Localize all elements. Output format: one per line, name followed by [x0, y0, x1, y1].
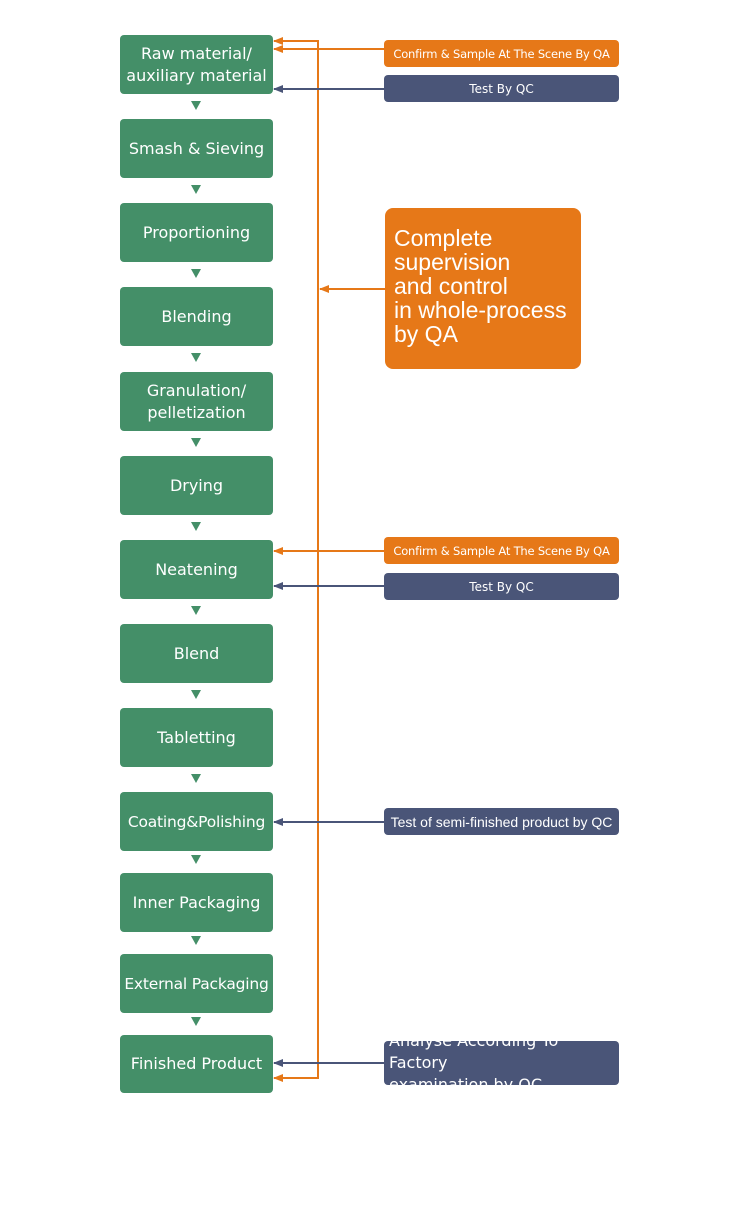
step-raw-material: Raw material/ auxiliary material: [120, 35, 273, 94]
down-arrow: [191, 101, 201, 110]
step-proportioning: Proportioning: [120, 203, 273, 262]
raw-qa-note: Confirm & Sample At The Scene By QA: [384, 40, 619, 67]
qa-supervision-line: [274, 40, 319, 1079]
down-arrow: [191, 855, 201, 864]
raw-qc-note: Test By QC: [384, 75, 619, 102]
step-finished-product: Finished Product: [120, 1035, 273, 1093]
step-tabletting: Tabletting: [120, 708, 273, 767]
step-down-arrows: [191, 101, 201, 1026]
step-coating-polishing: Coating&Polishing: [120, 792, 273, 851]
down-arrow: [191, 269, 201, 278]
finished-qc-note: Analyse According To Factory examination…: [384, 1031, 619, 1094]
step-smash-sieving: Smash & Sieving: [120, 119, 273, 178]
step-blend: Blend: [120, 624, 273, 683]
neatening-qc-note: Test By QC: [384, 573, 619, 600]
qa-supervision-panel: Complete supervision and control in whol…: [385, 208, 581, 369]
down-arrow: [191, 1017, 201, 1026]
down-arrow: [191, 606, 201, 615]
down-arrow: [191, 438, 201, 447]
neatening-qa-note: Confirm & Sample At The Scene By QA: [384, 537, 619, 564]
down-arrow: [191, 353, 201, 362]
step-blending: Blending: [120, 287, 273, 346]
step-drying: Drying: [120, 456, 273, 515]
down-arrow: [191, 690, 201, 699]
step-external-packaging: External Packaging: [120, 954, 273, 1013]
step-neatening: Neatening: [120, 540, 273, 599]
down-arrow: [191, 774, 201, 783]
step-inner-packaging: Inner Packaging: [120, 873, 273, 932]
down-arrow: [191, 936, 201, 945]
coating-qc-note: Test of semi-finished product by QC: [384, 808, 619, 835]
down-arrow: [191, 185, 201, 194]
step-granulation: Granulation/ pelletization: [120, 372, 273, 431]
down-arrow: [191, 522, 201, 531]
